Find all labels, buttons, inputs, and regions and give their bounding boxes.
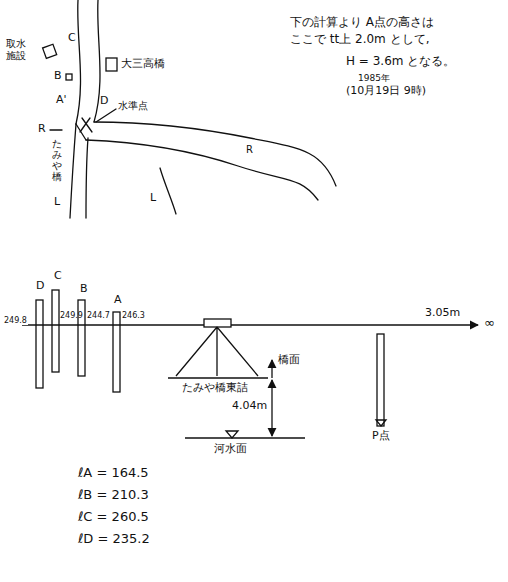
staff-letter: C bbox=[54, 270, 62, 283]
staff bbox=[377, 334, 384, 426]
staff bbox=[36, 300, 43, 388]
point-letter: D bbox=[100, 95, 108, 108]
dimension-text: 4.04m bbox=[232, 400, 267, 413]
staff-letter: B bbox=[80, 283, 88, 296]
water-mark bbox=[226, 431, 238, 438]
stream-bank bbox=[70, 124, 76, 218]
reading-value: 244.7 bbox=[87, 311, 110, 320]
building-symbol bbox=[106, 58, 117, 71]
river-bank bbox=[94, 122, 336, 186]
staff-letter: A bbox=[114, 294, 122, 307]
river-bank bbox=[94, 0, 100, 122]
point-letter: C bbox=[68, 32, 76, 45]
staff-letter: P点 bbox=[372, 430, 390, 443]
bank-letter: L bbox=[54, 196, 60, 209]
leader-line bbox=[96, 109, 116, 122]
distance-value: ℓB = 210.3 bbox=[78, 488, 149, 503]
benchmark-label: 水準点 bbox=[118, 100, 148, 112]
dash-mark bbox=[50, 129, 62, 130]
bank-letter: R bbox=[38, 123, 46, 136]
water-surface bbox=[185, 437, 305, 438]
level-instrument bbox=[204, 319, 231, 327]
river-bank bbox=[76, 0, 81, 124]
staff-letter: D bbox=[36, 280, 44, 293]
note-text: 下の計算より A点の高さは bbox=[290, 16, 434, 30]
dimension-text: 3.05m bbox=[425, 307, 460, 320]
sight-line bbox=[22, 324, 478, 325]
distance-value: ℓA = 164.5 bbox=[78, 466, 149, 481]
facility-label: 取水施設 bbox=[6, 38, 28, 61]
point-letter: A' bbox=[56, 94, 67, 107]
reading-value: 246.3 bbox=[122, 311, 145, 320]
reading-value: 249.8 bbox=[3, 316, 28, 325]
gauge-mark bbox=[80, 118, 92, 132]
distance-value: ℓD = 235.2 bbox=[78, 532, 150, 547]
surface-label: 橋面 bbox=[278, 354, 300, 367]
infinity-mark: ∞ bbox=[484, 316, 495, 331]
tripod bbox=[176, 327, 258, 376]
date-text: (10月19日 9時) bbox=[346, 85, 426, 98]
bank-letter: R bbox=[246, 144, 253, 156]
pointer-arrow bbox=[271, 360, 272, 378]
station-label: たみや橋東詰 bbox=[182, 382, 248, 395]
staff bbox=[113, 312, 120, 392]
building-label: 大三高橋 bbox=[121, 58, 165, 71]
bridge-surface bbox=[168, 377, 268, 378]
staff bbox=[52, 290, 59, 372]
stream-bank bbox=[86, 138, 88, 218]
bridge-label: たみや橋 bbox=[52, 138, 62, 182]
building-symbol bbox=[66, 74, 72, 80]
surface-label: 河水面 bbox=[214, 443, 247, 456]
distance-value: ℓC = 260.5 bbox=[78, 510, 149, 525]
stream-bank bbox=[160, 168, 176, 214]
note-text: ここで tt上 2.0m として, bbox=[290, 33, 429, 47]
date-text: 1985年 bbox=[358, 73, 390, 83]
reading-value: 249.9 bbox=[60, 311, 83, 320]
bank-letter: L bbox=[150, 192, 156, 205]
level-survey bbox=[22, 290, 478, 438]
building-symbol bbox=[43, 44, 57, 58]
water-mark bbox=[376, 420, 386, 426]
dimension-arrow bbox=[271, 380, 272, 436]
point-letter: B bbox=[54, 70, 62, 83]
result-text: H = 3.6m となる。 bbox=[346, 55, 455, 69]
river-bank bbox=[86, 140, 318, 200]
